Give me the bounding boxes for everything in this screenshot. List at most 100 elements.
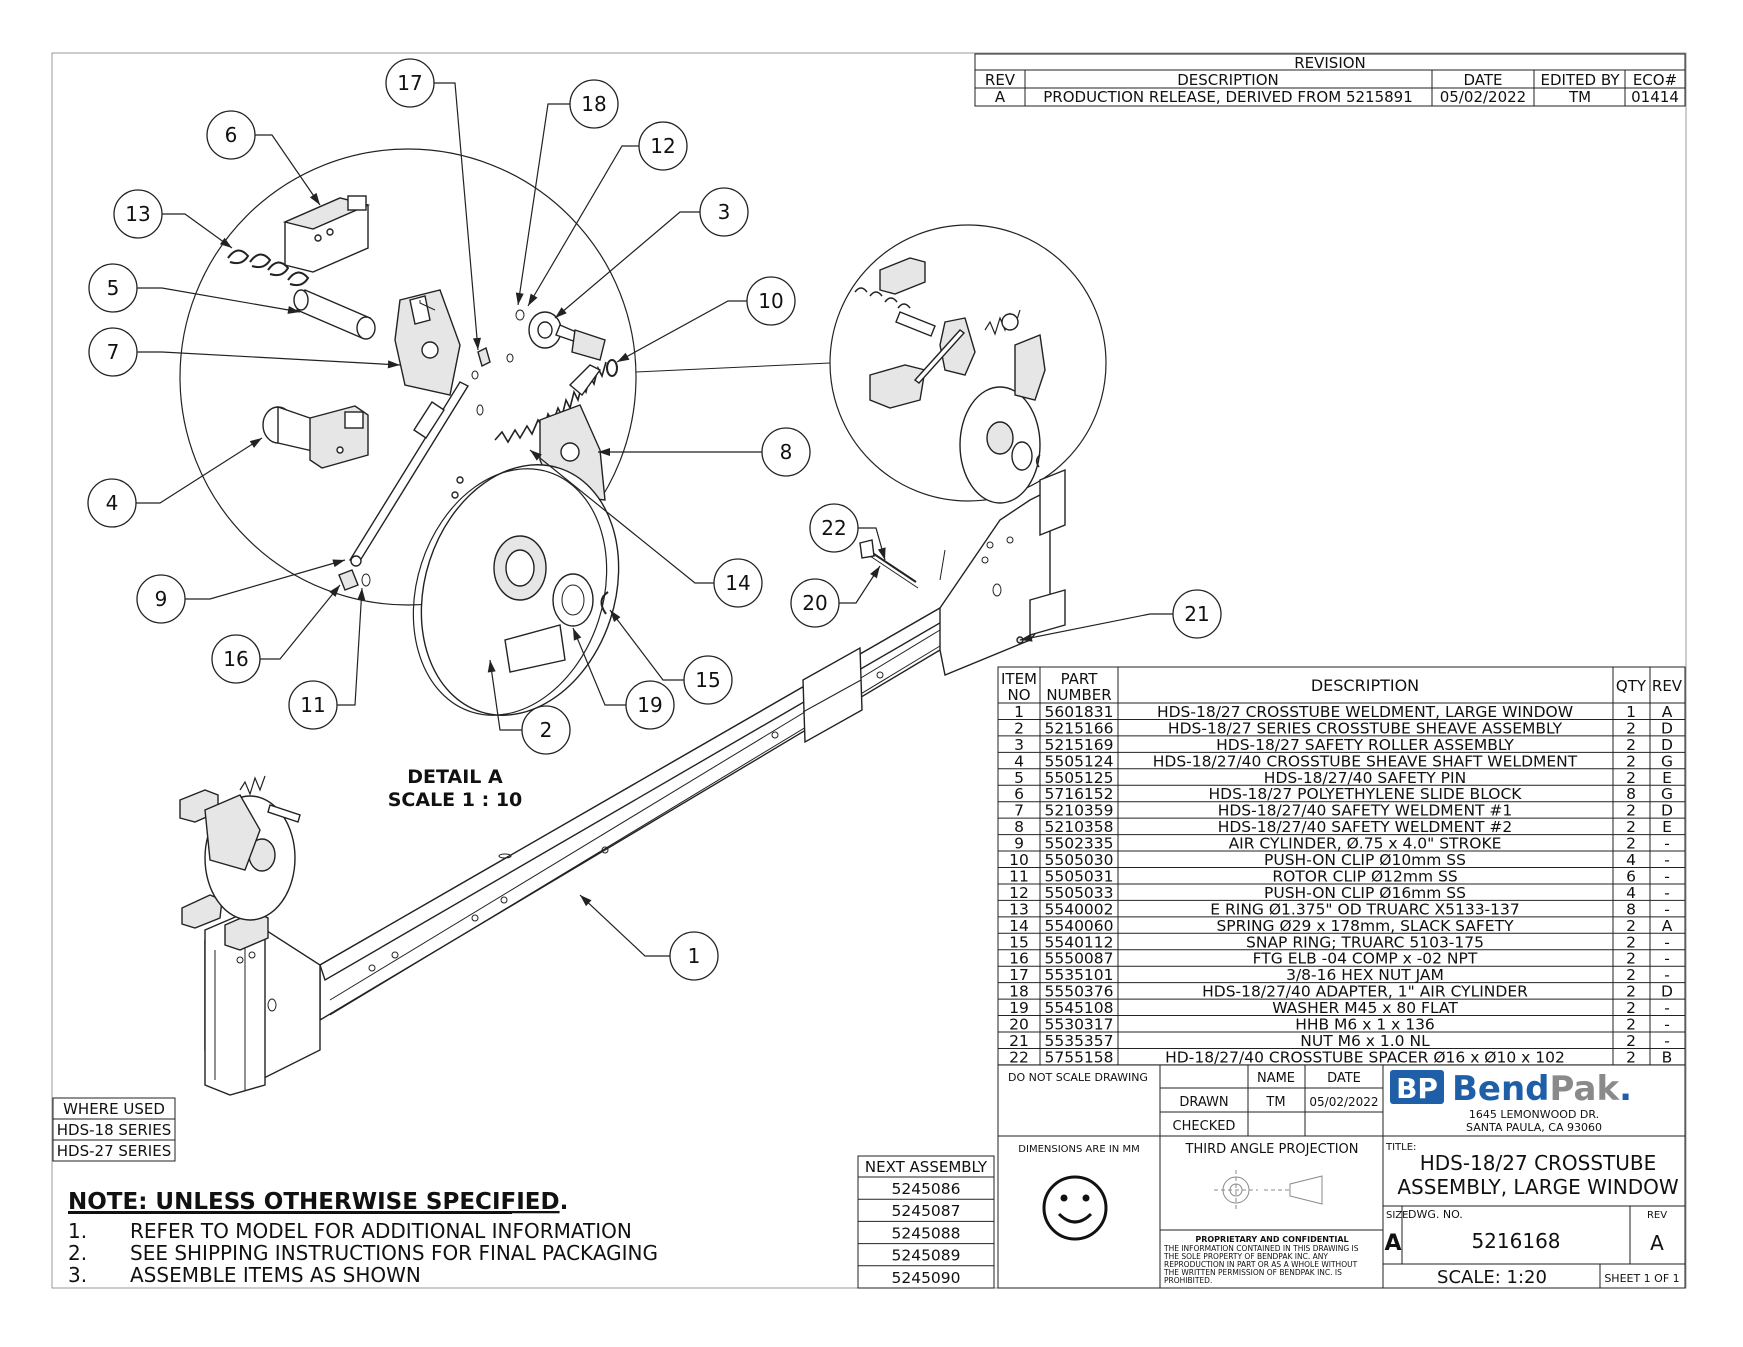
bom-cell: D: [1661, 802, 1673, 820]
balloon-circle-2: [521, 705, 571, 755]
bom-cell: 3: [1014, 736, 1024, 754]
bom-cell: 15: [1009, 933, 1029, 951]
leader-line-2: [489, 659, 522, 731]
leader-arrowhead-16: [329, 585, 340, 597]
bom-cell: 11: [1009, 867, 1029, 885]
leader-line-13: [162, 213, 233, 249]
balloon-number-20: 20: [802, 591, 827, 615]
bom-cell: G: [1661, 785, 1673, 803]
notes-heading-period: .: [560, 1189, 569, 1215]
smiley-face-icon: [1042, 1175, 1108, 1241]
next-assembly-item: 5245086: [891, 1180, 960, 1198]
bom-cell: B: [1662, 1048, 1673, 1066]
name-column-label: NAME: [1257, 1071, 1295, 1086]
crosstube-sheave-part: [412, 464, 620, 716]
rev-label: REV: [1647, 1210, 1667, 1221]
drawing-number: 5216168: [1471, 1229, 1560, 1253]
bom-cell: 2: [1626, 752, 1636, 770]
bom-cell: 5505124: [1044, 752, 1113, 770]
bom-header-part-line2: NUMBER: [1046, 686, 1111, 704]
leader-arrowhead-20: [870, 566, 880, 579]
leader-arrowhead-15: [610, 610, 621, 622]
bom-cell: NUT M6 x 1.0 NL: [1300, 1032, 1430, 1050]
bom-cell: 5505031: [1044, 867, 1113, 885]
bom-cell: 2: [1626, 769, 1636, 787]
safety-roller-part: [528, 311, 606, 361]
proprietary-line-2: THE SOLE PROPERTY OF BENDPAK INC. ANY: [1163, 1252, 1328, 1261]
bom-cell: HD-18/27/40 CROSSTUBE SPACER Ø16 x Ø10 x…: [1165, 1048, 1565, 1066]
bom-cell: AIR CYLINDER, Ø.75 x 4.0" STROKE: [1229, 835, 1502, 853]
bom-cell: 5505125: [1044, 769, 1113, 787]
bom-cell: 3/8-16 HEX NUT JAM: [1286, 966, 1444, 984]
bom-cell: 18: [1009, 983, 1029, 1001]
title-block: DO NOT SCALE DRAWING NAME DATE DRAWN TM …: [997, 1064, 1686, 1289]
bom-cell: 6: [1014, 785, 1024, 803]
bom-cell: 5215166: [1044, 719, 1113, 737]
bom-cell: 4: [1626, 851, 1636, 869]
bom-cell: 22: [1009, 1048, 1029, 1066]
bom-cell: 2: [1626, 983, 1636, 1001]
balloon-number-19: 19: [637, 693, 662, 717]
leader-arrowhead-21: [1020, 633, 1033, 642]
bom-cell: 6: [1626, 867, 1636, 885]
bom-cell: 5215169: [1044, 736, 1113, 754]
bom-cell: 20: [1009, 1016, 1029, 1034]
assembled-detail-view: [829, 224, 1107, 504]
leader-line-18: [517, 103, 570, 306]
balloon-number-12: 12: [650, 134, 675, 158]
scale-label: SCALE: 1:20: [1437, 1267, 1547, 1288]
balloon-number-6: 6: [225, 123, 238, 147]
bom-cell: HDS-18/27/40 SAFETY PIN: [1264, 769, 1466, 787]
revision-row-eco: 01414: [1631, 88, 1679, 106]
bom-cell: 2: [1626, 1048, 1636, 1066]
balloon-number-8: 8: [780, 440, 793, 464]
bom-cell: -: [1664, 867, 1670, 885]
bom-cell: 5535101: [1044, 966, 1113, 984]
bom-cell: 5505030: [1044, 851, 1113, 869]
bom-cell: 5716152: [1044, 785, 1113, 803]
bom-header-description: DESCRIPTION: [1311, 676, 1419, 695]
bom-cell: 5210359: [1044, 802, 1113, 820]
leader-line-3: [554, 211, 700, 319]
bom-cell: 5545108: [1044, 999, 1113, 1017]
leader-arrowhead-11: [357, 588, 366, 601]
balloon-circle-10: [746, 276, 796, 326]
bom-cell: 9: [1014, 835, 1024, 853]
balloon-number-3: 3: [718, 200, 731, 224]
drawn-date: 05/02/2022: [1309, 1095, 1378, 1109]
detail-label-line2: SCALE 1 : 10: [388, 789, 523, 811]
leader-line-14: [529, 449, 714, 584]
bom-cell: 10: [1009, 851, 1029, 869]
proprietary-line-4: THE WRITTEN PERMISSION OF BENDPAK INC. I…: [1163, 1268, 1342, 1277]
e-ring-parts: [227, 249, 310, 287]
bom-header-rev: REV: [1652, 677, 1683, 695]
detail-label-line1: DETAIL A: [407, 766, 503, 788]
balloon-circle-16: [211, 634, 261, 684]
revision-row-date: 05/02/2022: [1440, 88, 1526, 106]
balloon-circle-1: [669, 931, 719, 981]
note-number: 2.: [68, 1241, 87, 1265]
checked-label: CHECKED: [1173, 1119, 1236, 1134]
bom-cell: SNAP RING; TRUARC 5103-175: [1246, 933, 1484, 951]
bom-cell: 1: [1626, 703, 1636, 721]
balloon-circle-6: [206, 110, 256, 160]
leader-line-19: [572, 627, 626, 706]
balloon-number-11: 11: [300, 693, 325, 717]
note-text: SEE SHIPPING INSTRUCTIONS FOR FINAL PACK…: [130, 1241, 658, 1265]
leader-arrowhead-8: [598, 448, 610, 456]
balloon-number-18: 18: [581, 92, 606, 116]
balloon-circle-11: [288, 680, 338, 730]
logo-bend: Bend: [1452, 1069, 1550, 1109]
bom-cell: 8: [1014, 818, 1024, 836]
bom-cell: ROTOR CLIP Ø12mm SS: [1272, 867, 1457, 885]
leader-arrowhead-9: [332, 559, 345, 568]
leader-line-4: [136, 437, 263, 504]
leader-arrowhead-7: [387, 360, 400, 369]
next-assembly-item: 5245087: [891, 1202, 960, 1220]
detail-a-boundary: [179, 148, 637, 606]
safety-pin-part: [293, 289, 376, 340]
bom-header-item-line2: NO: [1007, 686, 1030, 704]
balloon-circle-9: [136, 574, 186, 624]
bom-cell: -: [1664, 950, 1670, 968]
drawing-title-line-1: HDS-18/27 CROSSTUBE: [1420, 1151, 1657, 1175]
